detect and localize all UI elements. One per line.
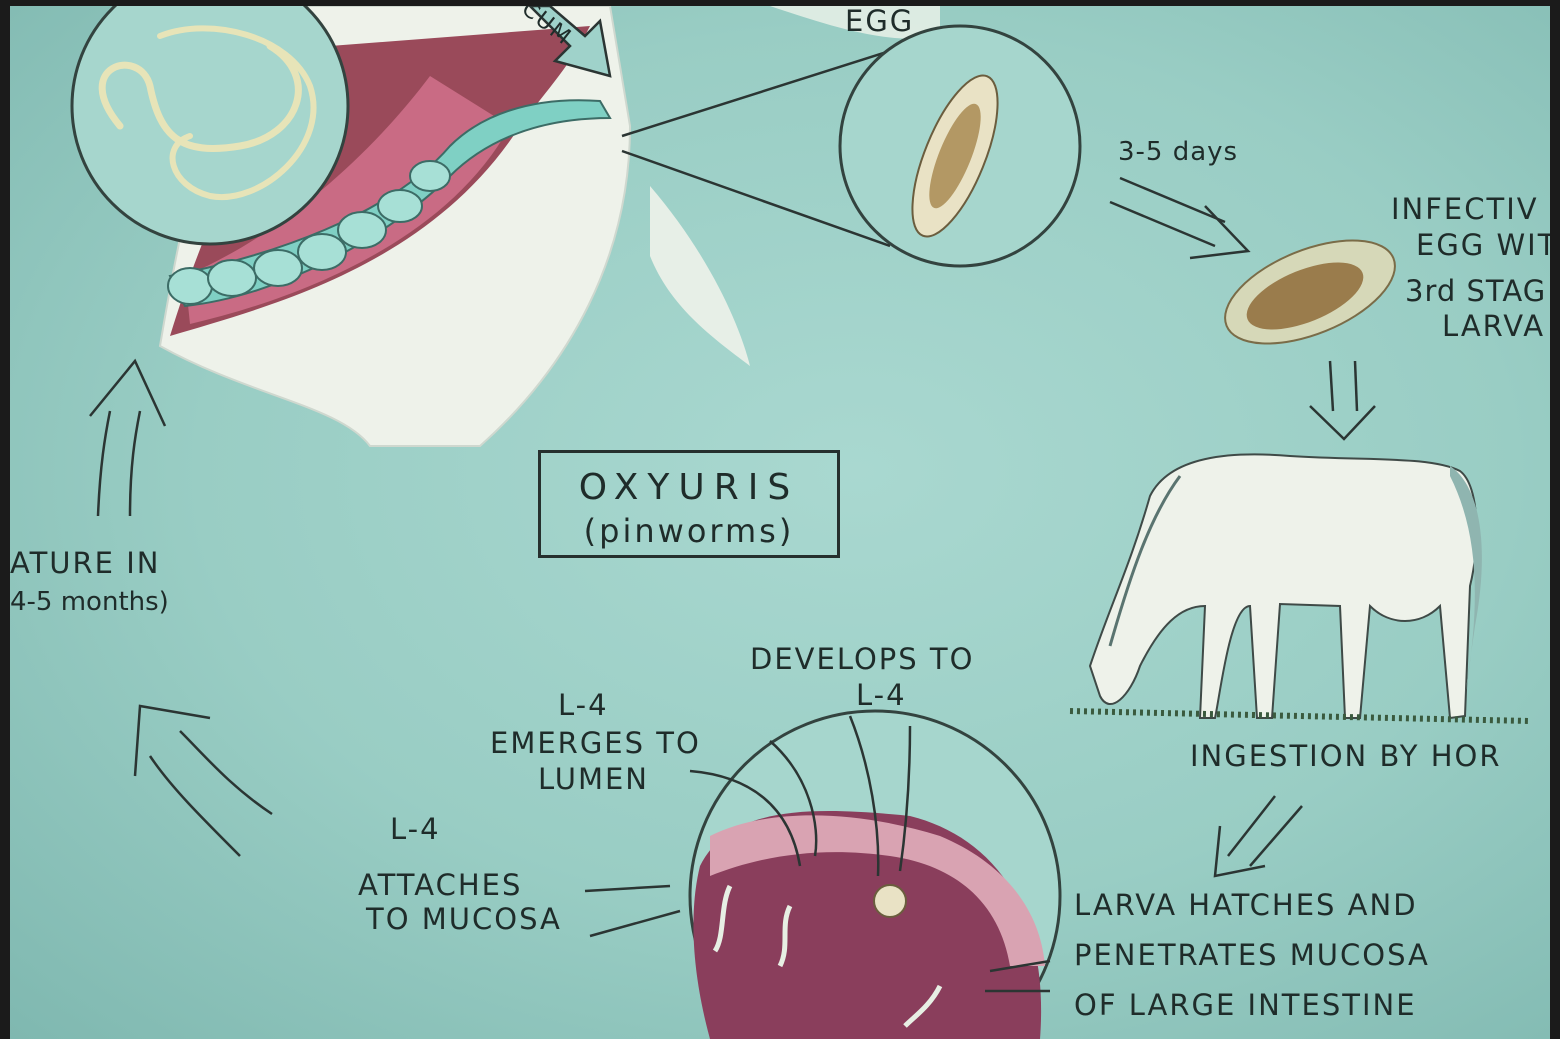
down-arrow <box>1310 361 1375 439</box>
ingestion-label: INGESTION BY HOR <box>1190 741 1501 773</box>
infective-egg-illustration <box>1211 219 1409 364</box>
days-arrow <box>1110 178 1248 258</box>
hatches-label-3: OF LARGE INTESTINE <box>1074 990 1417 1022</box>
hatches-arrow <box>1215 796 1302 876</box>
hatches-label-1: LARVA HATCHES AND <box>1074 890 1418 922</box>
grazing-horse-illustration <box>1070 454 1530 721</box>
attaches-label-2: ATTACHES <box>358 870 522 902</box>
days-label: 3-5 days <box>1118 138 1238 167</box>
infective-egg-label-1: INFECTIV <box>1391 194 1539 226</box>
title-box: OXYURIS (pinworms) <box>538 450 840 558</box>
diagram-subtitle: (pinworms) <box>541 512 837 550</box>
mature-label-1: ATURE IN <box>10 548 160 580</box>
lifecycle-diagram: CUM EGG 3-5 days INFECTIV EGG WIT 3rd ST… <box>10 6 1550 1039</box>
attaches-label-1: L-4 <box>390 814 441 846</box>
egg-magnifier <box>622 26 1080 266</box>
diagram-title: OXYURIS <box>541 467 837 508</box>
develops-label-1: DEVELOPS TO <box>750 644 974 676</box>
infective-egg-label-2: EGG WIT <box>1416 230 1550 262</box>
develops-label-2: L-4 <box>856 680 907 712</box>
attaches-label-3: TO MUCOSA <box>366 904 562 936</box>
infective-egg-label-4: LARVA <box>1442 311 1545 343</box>
infective-egg-label-3: 3rd STAG <box>1405 276 1546 308</box>
emerges-label-1: L-4 <box>558 690 609 722</box>
mature-label-2: 4-5 months) <box>10 588 169 617</box>
emerges-label-2: EMERGES TO <box>490 728 701 760</box>
egg-label: EGG <box>845 6 914 38</box>
emerges-label-3: LUMEN <box>538 764 649 796</box>
hatches-label-2: PENETRATES MUCOSA <box>1074 940 1430 972</box>
